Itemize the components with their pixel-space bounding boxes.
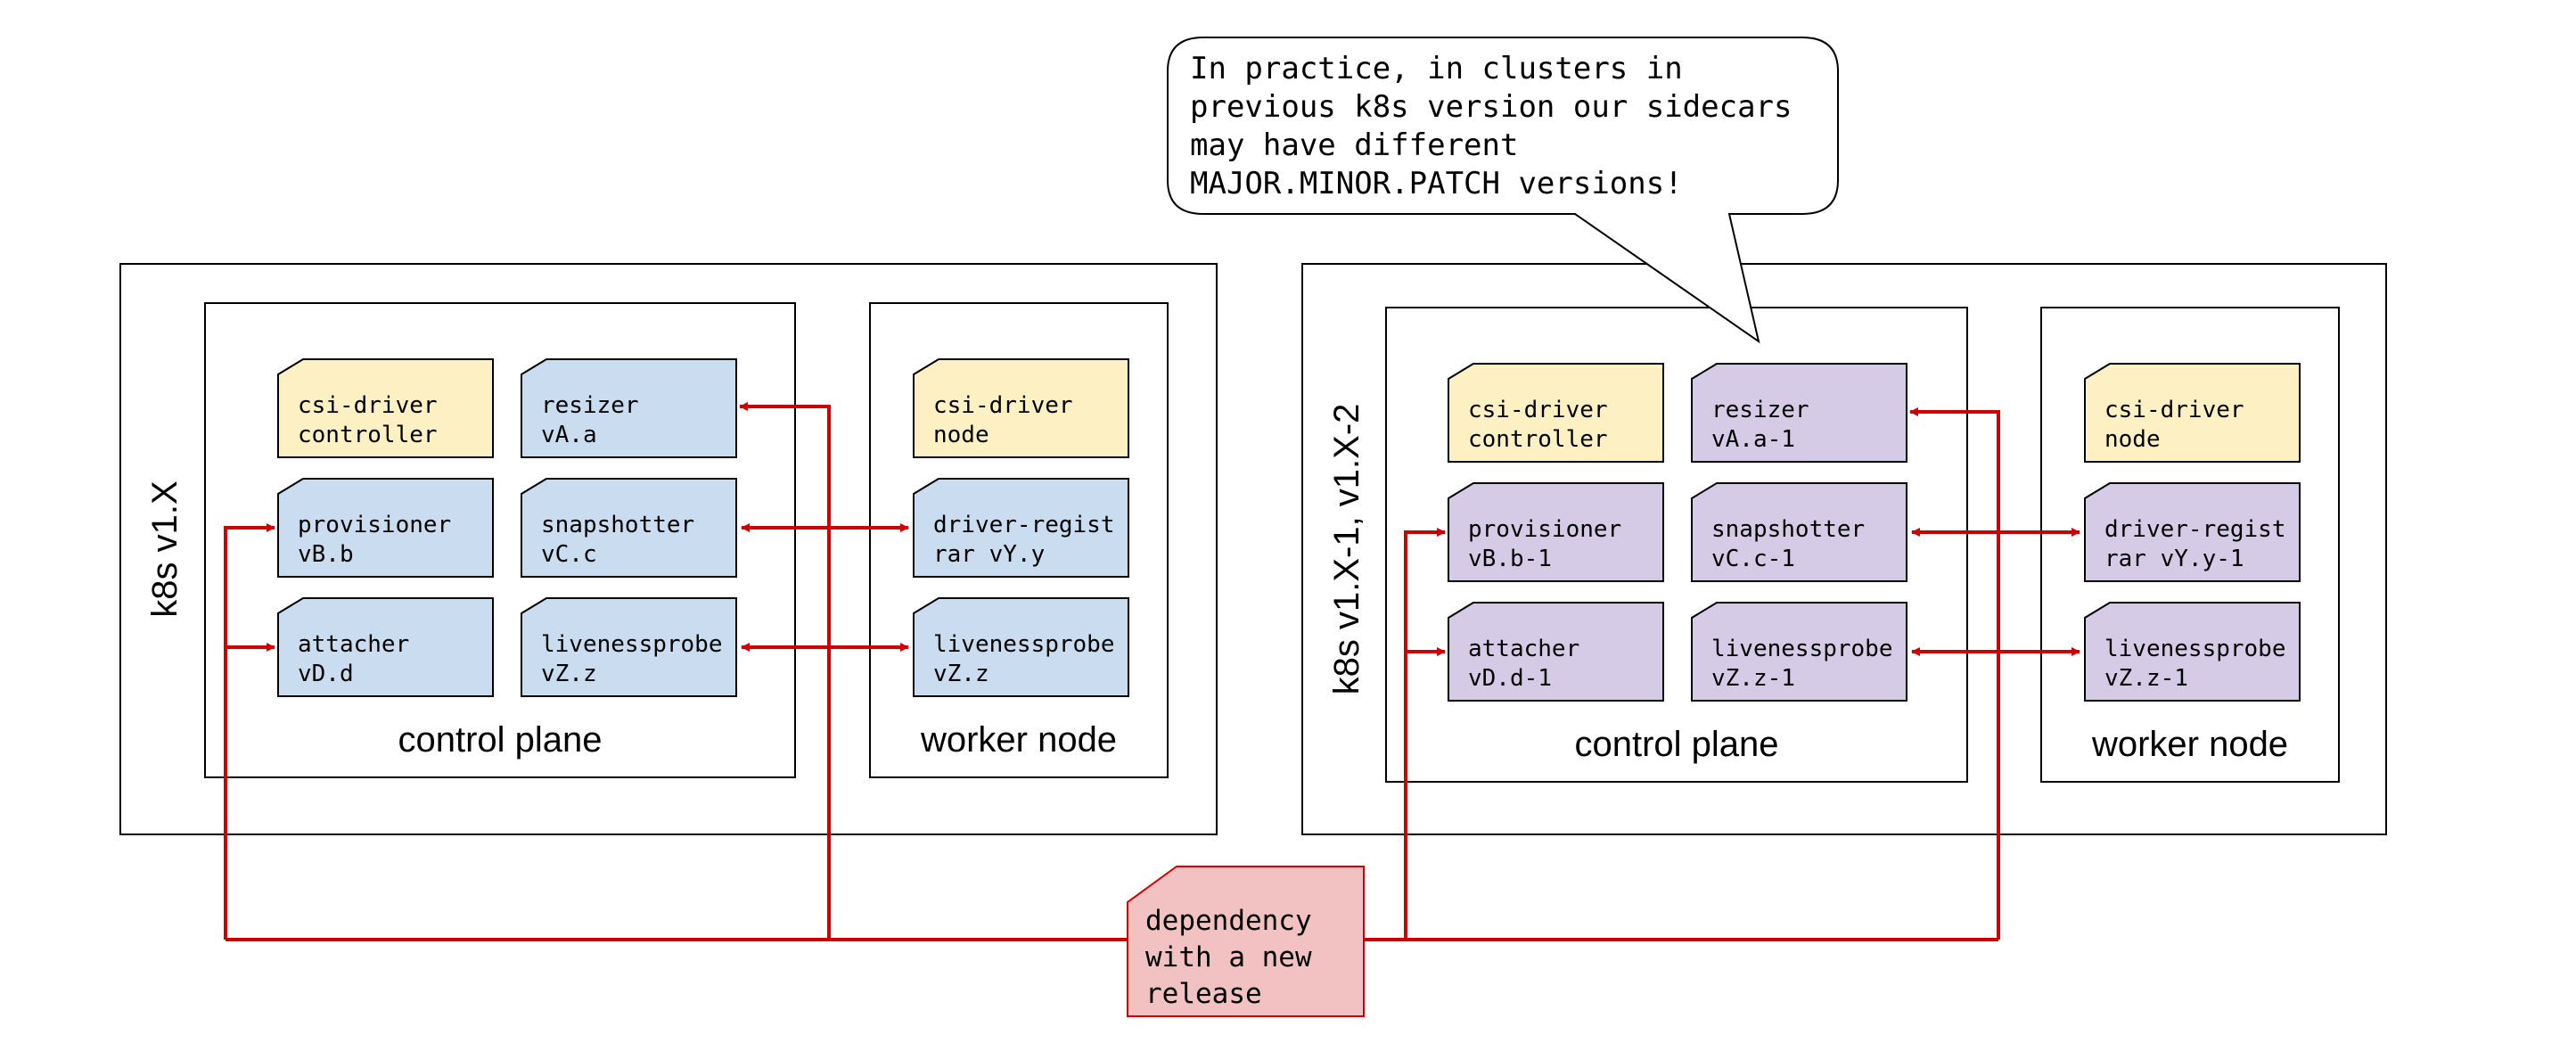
- connector-right-resizer: [1909, 407, 2000, 940]
- right-control-plane-label: control plane: [1574, 725, 1778, 764]
- right-card-resizer: resizer vA.a-1: [1691, 363, 1907, 463]
- callout-bubble: In practice, in clusters in previous k8s…: [1167, 37, 1839, 344]
- card-line-1: livenessprobe: [541, 631, 723, 658]
- card-line-2: rar vY.y-1: [2104, 546, 2244, 572]
- card-line-2: vD.d-1: [1468, 665, 1552, 692]
- card-line-1: driver-regist: [933, 512, 1115, 538]
- card-line-1: attacher: [298, 631, 409, 658]
- left-card-snapshotter: snapshotter vC.c: [521, 478, 737, 578]
- dependency-box: dependency with a new release: [1127, 866, 1365, 1017]
- card-line-2: node: [933, 422, 989, 448]
- callout-line-2: previous k8s version our sidecars: [1190, 89, 1793, 125]
- card-line-2: vA.a: [541, 422, 597, 448]
- card-line-1: provisioner: [298, 512, 451, 538]
- card-line-1: snapshotter: [541, 512, 694, 538]
- card-line-2: vA.a-1: [1711, 426, 1795, 453]
- card-line-2: vB.b: [298, 541, 354, 568]
- dependency-line-1: dependency: [1145, 905, 1312, 937]
- left-card-livenessprobe-cp: livenessprobe vZ.z: [521, 597, 737, 697]
- left-cluster-label: k8s v1.X: [145, 480, 185, 617]
- dependency-line-3: release: [1145, 978, 1262, 1010]
- right-card-provisioner: provisioner vB.b-1: [1448, 482, 1664, 582]
- left-control-plane-label: control plane: [398, 720, 602, 760]
- card-line-1: csi-driver: [298, 392, 438, 419]
- dependency-connectors: [224, 402, 2080, 941]
- right-card-driver-registrar: driver-regist rar vY.y-1: [2084, 482, 2301, 582]
- card-line-1: attacher: [1468, 636, 1579, 662]
- left-worker-node-label: worker node: [920, 720, 1117, 760]
- left-card-livenessprobe-wn: livenessprobe vZ.z: [913, 597, 1129, 697]
- left-card-csi-driver-node: csi-driver node: [913, 358, 1129, 458]
- left-card-attacher: attacher vD.d: [277, 597, 494, 697]
- card-line-1: livenessprobe: [1711, 636, 1893, 662]
- card-line-2: controller: [298, 422, 438, 448]
- card-line-1: resizer: [1711, 397, 1809, 423]
- card-line-1: livenessprobe: [2104, 636, 2286, 662]
- left-card-provisioner: provisioner vB.b: [277, 478, 494, 578]
- card-line-1: resizer: [541, 392, 639, 419]
- card-line-1: livenessprobe: [933, 631, 1115, 658]
- card-line-1: snapshotter: [1711, 516, 1865, 543]
- right-card-livenessprobe-cp: livenessprobe vZ.z-1: [1691, 602, 1907, 702]
- callout-line-3: may have different: [1190, 127, 1518, 163]
- card-line-1: provisioner: [1468, 516, 1621, 543]
- card-line-2: vC.c-1: [1711, 546, 1795, 572]
- left-card-csi-driver-controller: csi-driver controller: [277, 358, 494, 458]
- right-card-csi-driver-controller: csi-driver controller: [1448, 363, 1664, 463]
- card-line-2: vD.d: [298, 661, 354, 687]
- left-card-driver-registrar: driver-regist rar vY.y: [913, 478, 1129, 578]
- right-worker-node-label: worker node: [2091, 725, 2288, 764]
- card-line-2: node: [2104, 426, 2161, 453]
- connector-right-provisioner: [1404, 528, 1446, 940]
- right-cluster-label: k8s v1.X-1, v1.X-2: [1327, 404, 1366, 695]
- right-card-csi-driver-node: csi-driver node: [2084, 363, 2301, 463]
- dependency-line-2: with a new: [1145, 941, 1312, 973]
- card-line-2: vC.c: [541, 541, 597, 568]
- card-line-1: csi-driver: [933, 392, 1073, 419]
- right-card-attacher: attacher vD.d-1: [1448, 602, 1664, 702]
- card-line-1: csi-driver: [1468, 397, 1608, 423]
- card-line-1: driver-regist: [2104, 516, 2286, 543]
- left-card-resizer: resizer vA.a: [521, 358, 737, 458]
- card-line-2: controller: [1468, 426, 1608, 453]
- right-card-snapshotter: snapshotter vC.c-1: [1691, 482, 1907, 582]
- right-card-livenessprobe-wn: livenessprobe vZ.z-1: [2084, 602, 2301, 702]
- card-line-2: vZ.z-1: [1711, 665, 1795, 692]
- card-line-2: vB.b-1: [1468, 546, 1552, 572]
- card-line-2: vZ.z-1: [2104, 665, 2188, 692]
- connector-left-resizer: [739, 402, 831, 940]
- callout-line-1: In practice, in clusters in: [1190, 51, 1683, 86]
- card-line-2: rar vY.y: [933, 541, 1045, 568]
- callout-line-4: MAJOR.MINOR.PATCH versions!: [1190, 166, 1683, 201]
- card-line-1: csi-driver: [2104, 397, 2244, 423]
- connector-left-provisioner: [224, 523, 275, 940]
- card-line-2: vZ.z: [933, 661, 989, 687]
- card-line-2: vZ.z: [541, 661, 597, 687]
